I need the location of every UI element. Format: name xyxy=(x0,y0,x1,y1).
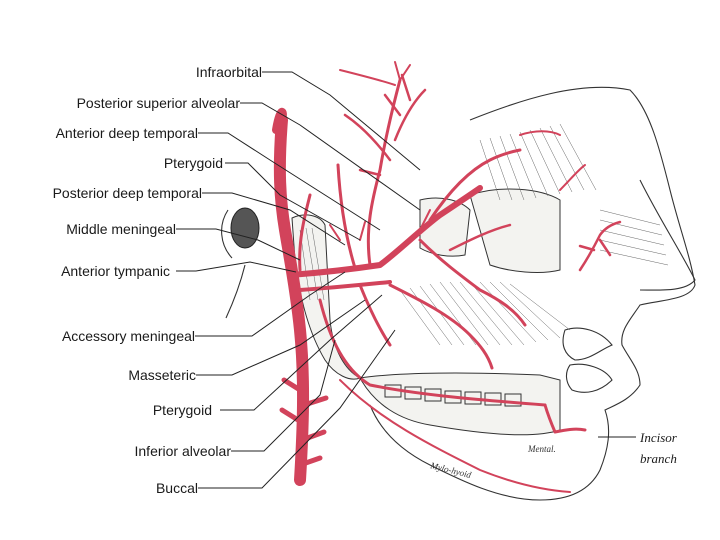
label-incisor: Incisor xyxy=(639,430,678,445)
superficial-temporal-top xyxy=(272,107,287,134)
artery-labels: Infraorbital Posterior superior alveolar… xyxy=(53,64,262,496)
buccal-artery xyxy=(388,283,494,370)
label-pterygoid-lower: Pterygoid xyxy=(153,402,212,418)
lower-lip xyxy=(565,363,613,393)
inferior-path xyxy=(298,280,392,292)
upper-lip xyxy=(562,327,613,361)
label-anterior-deep-temporal: Anterior deep temporal xyxy=(56,125,198,141)
label-posterior-deep-temporal: Posterior deep temporal xyxy=(53,185,202,201)
label-anterior-tympanic: Anterior tympanic xyxy=(61,263,170,279)
label-pterygoid-upper: Pterygoid xyxy=(164,155,223,171)
ear-canal xyxy=(230,207,260,249)
label-posterior-superior-alveolar: Posterior superior alveolar xyxy=(77,95,241,111)
ear-rim xyxy=(221,209,233,259)
face-outline xyxy=(369,86,696,501)
leader-lines xyxy=(176,71,636,489)
label-middle-meningeal: Middle meningeal xyxy=(66,221,176,237)
label-branch: branch xyxy=(640,451,677,466)
middle-meningeal-artery xyxy=(298,193,312,272)
incisor-branch-label: Incisor branch xyxy=(639,430,678,466)
styloid-process xyxy=(225,264,246,319)
label-mental: Mental. xyxy=(527,444,556,454)
mental-artery xyxy=(543,403,587,434)
muscle-hatching xyxy=(399,123,669,346)
label-buccal: Buccal xyxy=(156,480,198,496)
nose xyxy=(639,179,696,291)
posterior-superior-alveolar-artery xyxy=(418,238,527,327)
maxilla xyxy=(469,188,561,273)
label-accessory-meningeal: Accessory meningeal xyxy=(62,328,195,344)
label-inferior-alveolar: Inferior alveolar xyxy=(135,443,232,459)
label-masseteric: Masseteric xyxy=(128,367,196,383)
infraorbital-artery xyxy=(428,148,522,222)
zygoma xyxy=(419,197,471,257)
label-infraorbital: Infraorbital xyxy=(196,64,262,80)
masseteric-artery xyxy=(358,283,392,347)
maxillary-artery xyxy=(287,185,483,278)
mylohyoid-artery xyxy=(339,379,571,493)
posterior-deep-temporal-artery xyxy=(336,163,357,270)
